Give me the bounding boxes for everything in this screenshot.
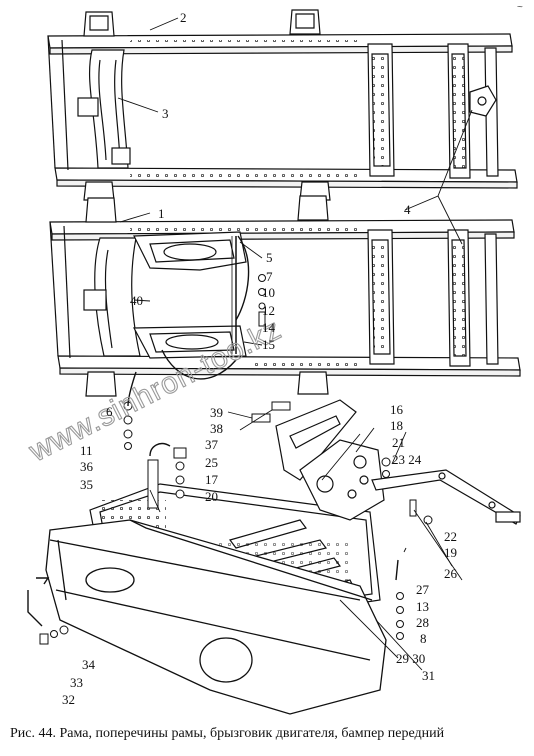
callout-6: 6 [106, 404, 113, 419]
callout-19: 19 [444, 545, 457, 560]
callout-12: 12 [262, 303, 275, 318]
callout-15: 15 [262, 337, 275, 352]
callout-25: 25 [205, 455, 218, 470]
frame-bottom [49, 195, 521, 397]
callout-40: 40 [130, 293, 143, 308]
callout-34: 34 [82, 657, 96, 672]
callout-16: 16 [390, 402, 404, 417]
callout-5: 5 [266, 250, 273, 265]
callout-31: 31 [422, 668, 435, 683]
callout-27: 27 [416, 582, 430, 597]
callout-29-30: 29 30 [396, 651, 425, 666]
leader-lines [117, 17, 473, 671]
callout-33: 33 [70, 675, 83, 690]
callout-35: 35 [80, 477, 93, 492]
callout-37: 37 [205, 437, 219, 452]
callout-38: 38 [210, 421, 223, 436]
callout-8: 8 [420, 631, 427, 646]
callout-labels: 2 3 4 1 5 7 10 12 14 15 40 6 11 36 35 39… [62, 10, 458, 707]
frame-top [47, 9, 518, 201]
callout-18: 18 [390, 418, 403, 433]
callout-26: 26 [444, 566, 458, 581]
callout-20: 20 [205, 489, 218, 504]
callout-21: 21 [392, 435, 405, 450]
callout-32: 32 [62, 692, 75, 707]
callout-1: 1 [158, 206, 165, 221]
figure-caption: Рис. 44. Рама, поперечины рамы, брызгови… [10, 726, 445, 741]
fasteners [39, 274, 433, 645]
callout-2: 2 [180, 10, 187, 25]
corner-mark: ~ [517, 2, 523, 13]
callout-10: 10 [262, 285, 275, 300]
callout-7: 7 [266, 269, 273, 284]
callout-11: 11 [80, 443, 93, 458]
front-bumper [45, 519, 387, 715]
callout-17: 17 [205, 472, 219, 487]
callout-22: 22 [444, 529, 457, 544]
callout-36: 36 [80, 459, 94, 474]
callout-4: 4 [404, 202, 411, 217]
callout-13: 13 [416, 599, 429, 614]
callout-28: 28 [416, 615, 429, 630]
callout-14: 14 [262, 320, 276, 335]
callout-39: 39 [210, 405, 223, 420]
callout-23-24: 23 24 [392, 452, 422, 467]
callout-3: 3 [162, 106, 169, 121]
assembly-lines [27, 235, 399, 627]
bumper-bracket [275, 399, 521, 525]
